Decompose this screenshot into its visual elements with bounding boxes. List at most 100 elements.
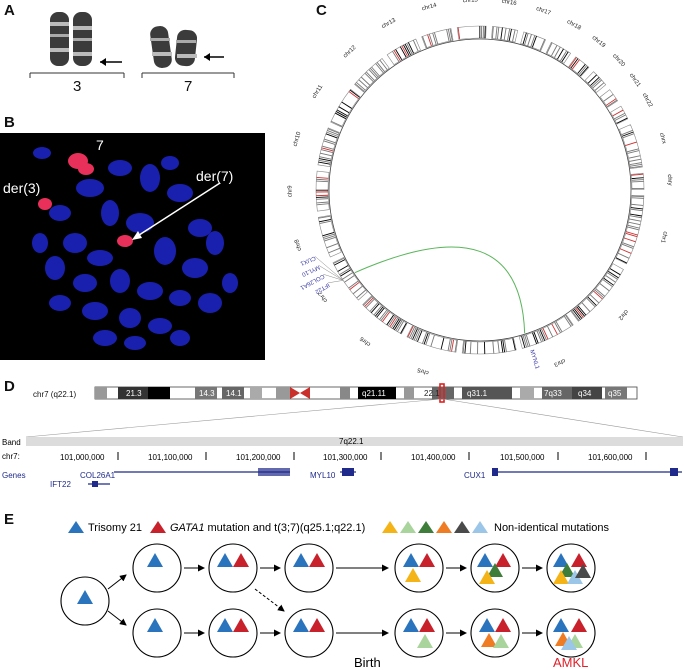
arrow-icon [204, 53, 224, 61]
clonal-evolution-diagram: Trisomy 21 GATA1 mutation and t(3;7)(q25… [60, 521, 609, 670]
circos-label-chr9: chr9 [288, 185, 294, 197]
cell-top-3 [284, 543, 334, 593]
circos-label-chr14: chr14 [421, 2, 438, 12]
circos-chr20: chr20 [584, 53, 626, 93]
circos-label-chr11: chr11 [312, 84, 325, 100]
circos-chr22: chr22 [610, 92, 654, 125]
circos-chr2: chr2 [570, 263, 629, 322]
svg-text:MYL10: MYL10 [310, 471, 336, 480]
circos-chr3: chr3 [518, 314, 574, 368]
circos-chrx: chrx [619, 124, 667, 170]
ideogram-band-labels: 21.3 14.3 14.1 q21.11 22.1 q31.1 7q33 q3… [126, 389, 622, 398]
blue-triangle-icon [68, 521, 84, 533]
circos-chr8: chr8 [294, 214, 342, 258]
circos-label-chrx: chrx [658, 132, 667, 145]
gene-browser: 21.3 14.3 14.1 q21.11 22.1 q31.1 7q33 q3… [2, 383, 684, 489]
chromosome-3-label: 3 [73, 78, 82, 95]
circos-label-chr6: chr6 [359, 335, 372, 347]
chromosome-3-pair [50, 12, 92, 66]
svg-text:14.1: 14.1 [226, 389, 242, 398]
svg-text:CUX1: CUX1 [464, 471, 486, 480]
chromosome-7-label: 7 [184, 78, 193, 95]
panel-a-label: A [4, 2, 15, 19]
svg-text:101,100,000: 101,100,000 [148, 453, 193, 462]
svg-text:q34: q34 [578, 389, 592, 398]
translocation-link [354, 246, 526, 334]
cell-top-2 [208, 543, 258, 593]
svg-text:101,500,000: 101,500,000 [500, 453, 545, 462]
der7-label: der(7) [196, 168, 234, 184]
genes-track-label: Genes [2, 471, 26, 480]
circos-chr7: chr7 [317, 256, 368, 303]
circos-label-chr3: chr3 [552, 357, 566, 368]
circos-chr16: chr16 [491, 0, 519, 43]
circos-label-chr12: chr12 [343, 44, 359, 59]
cell-bottom-1 [132, 608, 182, 658]
circos-chr14: chr14 [421, 2, 454, 49]
circos-chr13: chr13 [381, 17, 421, 66]
circos-chr11: chr11 [312, 84, 361, 128]
coordinate-ticks: 101,000,000 101,100,000 101,200,000 101,… [60, 452, 647, 462]
cell-top-6 [546, 543, 596, 593]
circos-label-chr7: chr7 [317, 289, 329, 303]
cell-founder [60, 576, 110, 626]
circos-label-chr2: chr2 [616, 308, 629, 321]
cell-bottom-3 [284, 608, 334, 658]
cell-top-1 [132, 543, 182, 593]
legend-trisomy: Trisomy 21 [88, 522, 142, 534]
gene-col26a1: COL26A1 [80, 468, 290, 480]
circos-inner-ring [328, 38, 632, 342]
circos-chr15: chr15 [456, 0, 487, 40]
svg-text:101,400,000: 101,400,000 [411, 453, 456, 462]
svg-text:7q33: 7q33 [544, 389, 562, 398]
circos-chr10: chr10 [293, 127, 340, 168]
red-triangle-icon [150, 521, 166, 533]
amkl-label: AMKL [553, 655, 588, 670]
circos-plot: chr1 chr2 chr3 chr4 chr5 chr6 chr7 chr8 chr9 chr1… [288, 0, 673, 375]
circos-chr12: chr12 [343, 44, 390, 93]
arrow-icon [100, 58, 122, 66]
svg-text:101,000,000: 101,000,000 [60, 453, 105, 462]
svg-text:101,600,000: 101,600,000 [588, 453, 633, 462]
band-track-value: 7q22.1 [339, 437, 364, 446]
circos-gene-cux1: CUX1 [299, 254, 317, 266]
circos-label-chr15: chr15 [463, 0, 479, 4]
svg-text:q21.11: q21.11 [362, 389, 386, 398]
metaphase-spread [32, 147, 238, 350]
gene-ift22: IFT22 [50, 480, 110, 489]
cell-bottom-6 [546, 608, 596, 658]
cell-bottom-5 [470, 608, 520, 658]
circos-label-chr21: chr21 [628, 73, 642, 89]
svg-text:COL26A1: COL26A1 [80, 471, 116, 480]
chromosome-7-pair [150, 25, 198, 69]
chr7-ideogram [94, 383, 638, 403]
panel-d-label: D [4, 378, 15, 395]
band-track-label: Band [2, 438, 21, 447]
circos-chr17: chr17 [520, 6, 552, 52]
circos-label-chr22: chr22 [641, 92, 654, 109]
circos-chr6: chr6 [359, 295, 408, 347]
svg-text:101,300,000: 101,300,000 [323, 453, 368, 462]
gene-cux1: CUX1 [464, 468, 682, 480]
circos-chr5: chr5 [406, 325, 459, 375]
chr7-fish-label: 7 [96, 137, 104, 153]
cell-bottom-4 [394, 608, 444, 658]
circos-label-chr19: chr19 [591, 35, 607, 49]
circos-label-chry: chry [666, 174, 673, 186]
svg-text:q35: q35 [608, 389, 622, 398]
circos-chr4: chr4 [461, 337, 517, 355]
circos-chr21: chr21 [599, 73, 642, 108]
circos-label-chr5: chr5 [416, 366, 430, 375]
svg-text:22.1: 22.1 [424, 389, 440, 398]
svg-text:101,200,000: 101,200,000 [236, 453, 281, 462]
circos-label-chr1: chr1 [659, 231, 668, 244]
circos-label-chr18: chr18 [566, 19, 583, 32]
nonidentical-mutation-icons [382, 521, 488, 533]
cell-bottom-2 [208, 608, 258, 658]
panel-a-karyotype [29, 12, 235, 78]
svg-text:q31.1: q31.1 [467, 389, 488, 398]
circos-label-chr20: chr20 [611, 53, 626, 69]
svg-text:IFT22: IFT22 [50, 480, 71, 489]
circos-label-chr17: chr17 [535, 6, 552, 17]
